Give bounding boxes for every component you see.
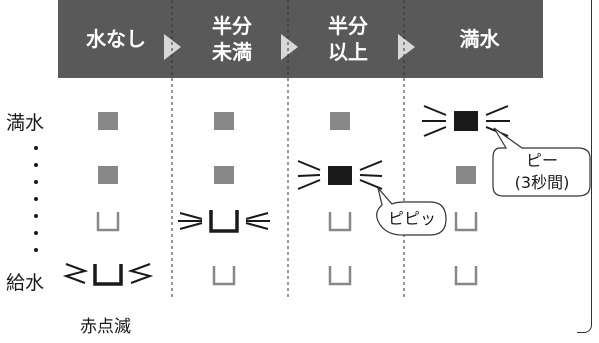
header-col-below-half: 半分 未満 [174, 0, 290, 78]
callout-text-short-beep: ピピッ [387, 209, 436, 228]
header-col-empty: 水なし [58, 0, 174, 78]
right-bracket [577, 0, 592, 333]
level-segment-lit-outline [209, 210, 239, 233]
level-segment-lit [328, 166, 352, 185]
header-col-label-line1: 満水 [459, 27, 500, 51]
header-col-above-half: 半分 以上 [290, 0, 406, 78]
level-segment-outline [328, 266, 352, 286]
level-segment-lit [454, 111, 478, 131]
flash-rays-icon [178, 212, 270, 230]
ellipsis-dot [34, 214, 38, 218]
level-segment-filled [330, 112, 350, 130]
level-segment-filled [214, 112, 234, 130]
ellipsis-dot [34, 180, 38, 184]
level-segment-outline [454, 266, 478, 286]
callout-text-long-beep-line1: ピー [525, 151, 558, 170]
level-segment-filled [214, 166, 234, 184]
ellipsis-dot [34, 163, 38, 167]
level-segment-outline [96, 212, 120, 232]
header-col-label-line2: 未満 [212, 40, 252, 64]
level-segment-outline [212, 266, 236, 286]
level-segment-filled [456, 166, 476, 184]
level-segment-lit-outline [93, 264, 123, 286]
ellipsis-dot [34, 146, 38, 150]
level-segment-filled [98, 112, 118, 130]
row-label-supply: 給水 [6, 272, 45, 294]
arrow-right-icon [398, 34, 415, 60]
flash-rays-icon [297, 160, 383, 190]
callout-bubble-long-beep [492, 127, 591, 197]
ellipsis-dot [34, 231, 38, 235]
ellipsis-dot [34, 248, 38, 252]
header-col-label-line1: 半分 [328, 14, 368, 38]
row-label-full: 満水 [6, 112, 45, 134]
ellipsis-dot [34, 197, 38, 201]
callout-bubble-short-beep [376, 187, 447, 236]
header-band [58, 0, 543, 78]
arrow-right-icon [281, 34, 298, 60]
flash-rays-icon [62, 263, 154, 284]
header-col-label-line2: 以上 [328, 40, 368, 64]
level-segment-outline [328, 212, 352, 232]
callout-text-long-beep-line2: (3秒間) [514, 173, 570, 192]
blink-red-label: 赤点滅 [80, 317, 131, 337]
level-segment-outline [454, 212, 478, 232]
arrow-right-icon [164, 34, 181, 60]
level-segment-filled [98, 166, 118, 184]
header-col-label-line1: 半分 [212, 14, 252, 38]
header-col-label-line1: 水なし [86, 27, 146, 51]
header-col-full: 満水 [416, 0, 543, 78]
